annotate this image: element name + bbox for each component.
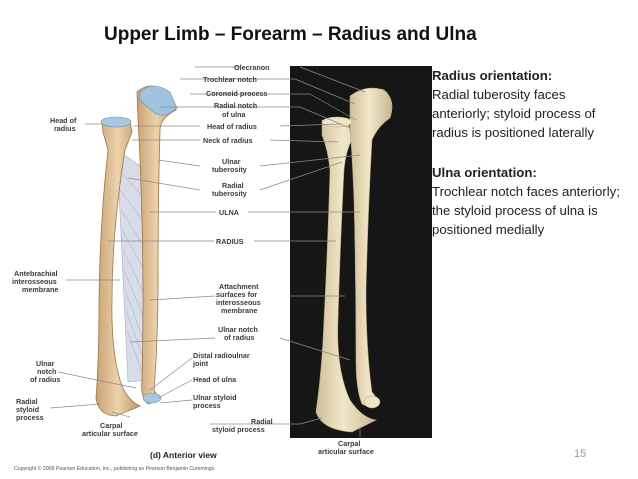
label-radial-tuberosity-2: tuberosity <box>212 189 247 198</box>
radial-head-cartilage <box>100 116 132 128</box>
radius-orientation-heading: Radius orientation: <box>432 68 553 83</box>
label-radial-styloid-left-2: styloid <box>16 405 39 414</box>
label-radial-styloid-right-1: Radial <box>251 417 273 426</box>
label-trochlear-notch: Trochlear notch <box>203 75 257 84</box>
label-radial-styloid-right-2: styloid process <box>212 425 265 434</box>
forearm-diagram: Olecranon Trochlear notch Coronoid proce… <box>12 63 432 472</box>
label-carpal-right-2: articular surface <box>318 447 374 456</box>
page-number: 15 <box>574 448 587 460</box>
label-ulnar-notch-radius-1: Ulnar notch <box>218 325 258 334</box>
label-ulnar-tuberosity-1: Ulnar <box>222 157 241 166</box>
label-distal-radioulnar-2: joint <box>192 359 209 368</box>
label-olecranon: Olecranon <box>234 63 270 72</box>
label-attachment-4: membrane <box>221 306 257 315</box>
label-attachment-1: Attachment <box>219 282 259 291</box>
label-antebrachial-1: Antebrachial <box>14 269 58 278</box>
label-ulnar-tuberosity-2: tuberosity <box>212 165 247 174</box>
label-ulnar-notch-radius-2: of radius <box>224 333 254 342</box>
label-head-of-radius: Head of radius <box>207 122 257 131</box>
label-ulnar-notch-left-1: Ulnar <box>36 359 55 368</box>
orientation-notes: Radius orientation: Radial tuberosity fa… <box>432 66 622 239</box>
label-radial-styloid-left-3: process <box>16 413 44 422</box>
label-head-of-ulna: Head of ulna <box>193 375 237 384</box>
label-radial-notch-1: Radial notch <box>214 101 257 110</box>
label-radial-tuberosity-1: Radial <box>222 181 244 190</box>
ulna-orientation-heading: Ulna orientation: <box>432 165 537 180</box>
label-attachment-2: surfaces for <box>216 290 257 299</box>
slide-title: Upper Limb – Forearm – Radius and Ulna <box>104 24 477 45</box>
label-neck-of-radius: Neck of radius <box>203 136 253 145</box>
label-ulnar-styloid-2: process <box>193 401 221 410</box>
label-distal-radioulnar-1: Distal radioulnar <box>193 351 250 360</box>
label-antebrachial-3: membrane <box>22 285 58 294</box>
figure-caption: (d) Anterior view <box>150 450 217 460</box>
label-ulnar-styloid-1: Ulnar styloid <box>193 393 237 402</box>
label-radial-notch-2: of ulna <box>222 110 247 119</box>
ulnar-head-cartilage <box>142 392 162 404</box>
radius-drawing <box>95 120 142 417</box>
ulnar-head-photo <box>363 395 381 409</box>
label-radial-styloid-left-1: Radial <box>16 397 38 406</box>
trochlear-cartilage <box>139 85 178 116</box>
ulna-drawing <box>136 85 177 405</box>
ulna-orientation-text: Trochlear notch faces anteriorly; the st… <box>432 184 620 237</box>
ulna-photo <box>349 87 393 407</box>
label-carpal-left-1: Carpal <box>100 421 122 430</box>
label-head-of-radius-left-1: Head of <box>50 116 77 125</box>
label-ulnar-notch-left-3: of radius <box>30 375 60 384</box>
label-head-of-radius-left-2: radius <box>54 124 76 133</box>
label-carpal-right-1: Carpal <box>338 439 360 448</box>
leader-lines <box>49 66 366 437</box>
forearm-figure: Olecranon Trochlear notch Coronoid proce… <box>0 56 638 479</box>
label-carpal-left-2: articular surface <box>82 429 138 438</box>
label-antebrachial-2: interosseous <box>12 277 57 286</box>
label-radius: RADIUS <box>216 237 244 246</box>
label-ulna: ULNA <box>219 208 239 217</box>
label-ulnar-notch-left-2: notch <box>37 367 57 376</box>
copyright-line: Copyright © 2009 Pearson Education, Inc.… <box>14 465 216 472</box>
label-attachment-3: interosseous <box>216 298 261 307</box>
illustration-bones <box>95 85 178 417</box>
label-coronoid-process: Coronoid process <box>206 89 268 98</box>
radius-orientation-text: Radial tuberosity faces anteriorly; styl… <box>432 87 596 140</box>
